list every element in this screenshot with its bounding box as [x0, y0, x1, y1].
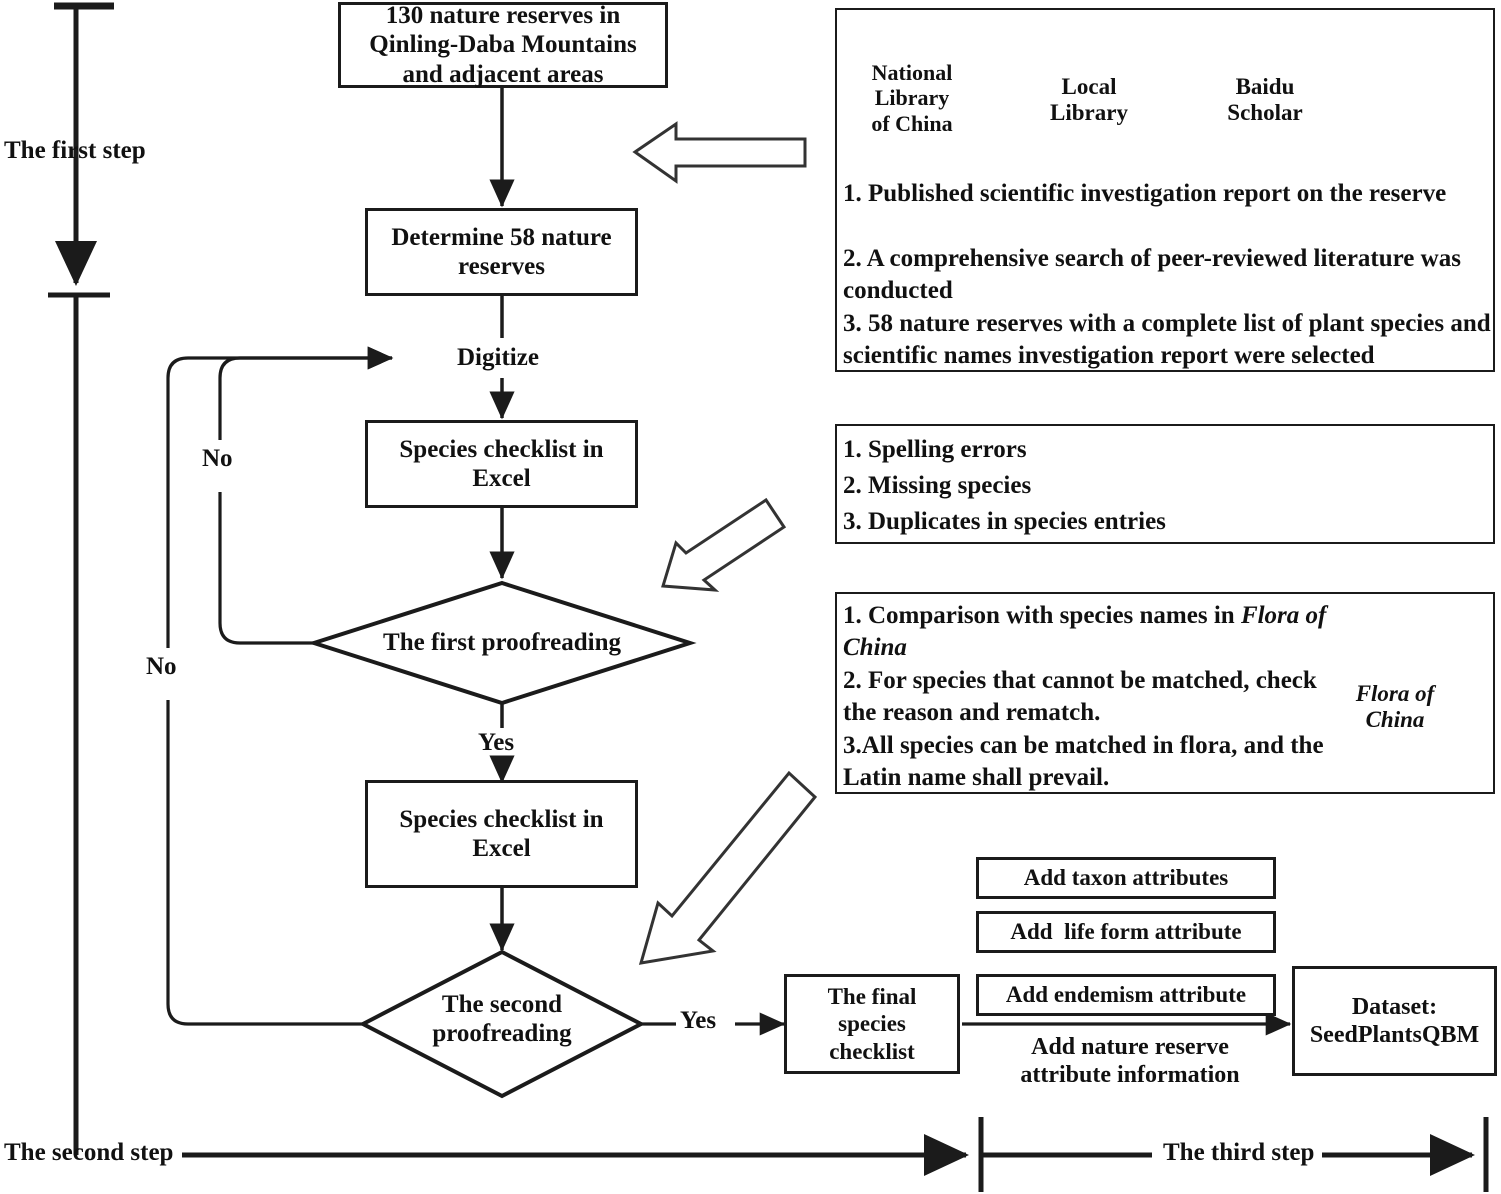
- first-step-axis: [48, 2, 114, 1155]
- edge-label-yes-first: Yes: [478, 729, 515, 756]
- flora-note-2: 2. For species that cannot be matched, c…: [843, 667, 1317, 726]
- infobox-sources: [835, 8, 1495, 372]
- cylinder-label-flora-of-china: Flora of China: [1355, 680, 1435, 732]
- flora-note-1: 1. Comparison with species names in Flor…: [843, 600, 1338, 663]
- edge-label-add-nature-reserve: Add nature reserve attribute information: [1020, 1034, 1240, 1088]
- no-loop-second: [166, 346, 394, 1026]
- cylinder-label-local-library: Local Library: [1050, 73, 1128, 125]
- node-add-life-form-attribute[interactable]: Add life form attribute: [976, 911, 1276, 953]
- errors-note-3: 3. Duplicates in species entries: [843, 508, 1166, 535]
- step-label-second: The second step: [4, 1139, 174, 1166]
- infobox-errors: [835, 424, 1495, 544]
- cylinder-label-baidu-scholar: Baidu Scholar: [1227, 73, 1303, 125]
- node-add-endemism-attribute[interactable]: Add endemism attribute: [976, 974, 1276, 1016]
- decision-second-proofreading-label: The second proofreading: [432, 991, 572, 1047]
- decision-first-proofreading-shape: [307, 580, 697, 706]
- flora-note-1-title: Flora of China: [843, 602, 1327, 661]
- block-arrow-errors: [661, 497, 787, 592]
- step-label-first: The first step: [4, 137, 146, 164]
- flora-note-3: 3.All species can be matched in flora, a…: [843, 732, 1324, 791]
- block-arrow-flora: [638, 770, 818, 965]
- node-dataset-seedplantsqbm[interactable]: Dataset: SeedPlantsQBM: [1292, 966, 1497, 1076]
- errors-note-2: 2. Missing species: [843, 472, 1032, 499]
- sources-note-2: 2. A comprehensive search of peer-review…: [843, 245, 1461, 304]
- node-final-species-checklist[interactable]: The final species checklist: [784, 974, 960, 1074]
- sources-note-1: 1. Published scientific investigation re…: [843, 180, 1447, 207]
- edge-label-yes-second: Yes: [680, 1007, 717, 1034]
- node-species-checklist-1[interactable]: Species checklist in Excel: [365, 420, 638, 508]
- node-start-reserves[interactable]: 130 nature reserves in Qinling-Daba Moun…: [338, 2, 668, 88]
- cylinder-label-national-library: National Library of China: [871, 60, 953, 136]
- flora-note-1-text: 1. Comparison with species names in: [843, 602, 1241, 629]
- errors-note-1: 1. Spelling errors: [843, 436, 1027, 463]
- sources-note-3: 3. 58 nature reserves with a complete li…: [843, 310, 1491, 369]
- decision-second-proofreading-shape: [358, 949, 646, 1099]
- step-label-third: The third step: [1163, 1139, 1315, 1166]
- block-arrow-sources: [632, 121, 807, 184]
- edge-label-no-first: No: [202, 445, 233, 472]
- node-species-checklist-2[interactable]: Species checklist in Excel: [365, 780, 638, 888]
- second-third-step-axis: [182, 1117, 1489, 1192]
- edge-label-digitize: Digitize: [457, 344, 539, 371]
- infobox-flora: [835, 592, 1495, 794]
- node-add-taxon-attributes[interactable]: Add taxon attributes: [976, 857, 1276, 899]
- node-determine-58[interactable]: Determine 58 nature reserves: [365, 208, 638, 296]
- edge-label-no-second: No: [146, 653, 177, 680]
- decision-first-proofreading-label: The first proofreading: [383, 629, 621, 656]
